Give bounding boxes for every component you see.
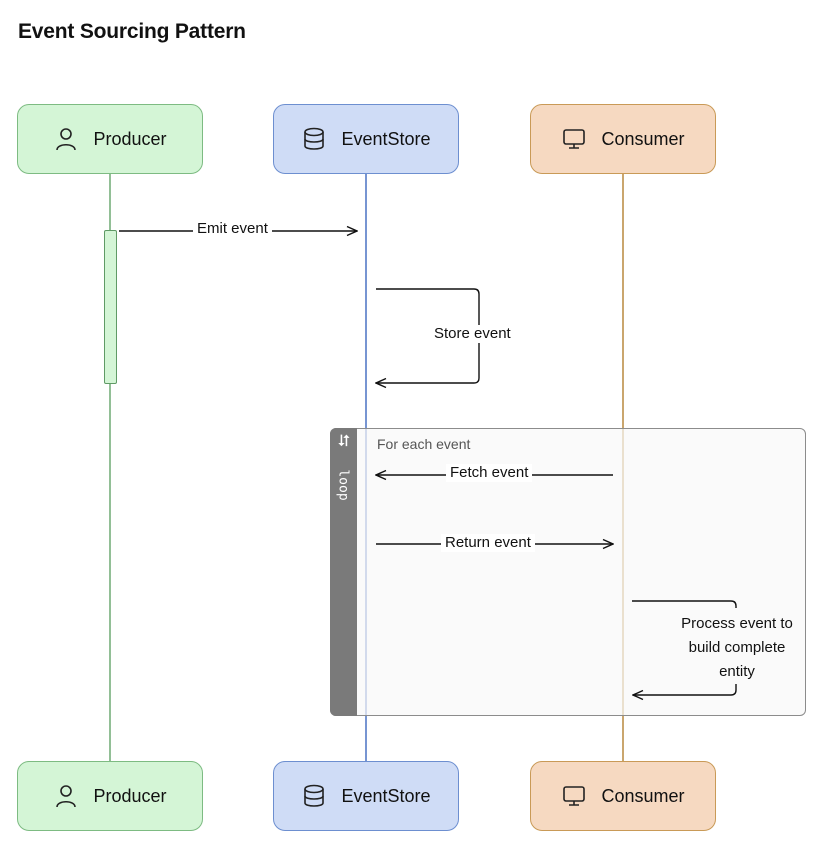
fetch-event-label: Fetch event	[446, 464, 533, 482]
participant-eventstore-top: EventStore	[273, 104, 459, 174]
database-icon	[301, 126, 327, 152]
participant-producer-bottom: Producer	[17, 761, 203, 831]
diagram-title: Event Sourcing Pattern	[18, 20, 246, 43]
participant-consumer-bottom: Consumer	[530, 761, 716, 831]
participant-consumer-top: Consumer	[530, 104, 716, 174]
store-event-label: Store event	[430, 325, 515, 343]
loop-frame	[330, 428, 806, 716]
producer-activation-bar	[104, 230, 117, 384]
process-event-label: Process event to build complete entity	[681, 615, 793, 680]
participant-label: Consumer	[601, 128, 685, 149]
participant-eventstore-bottom: EventStore	[273, 761, 459, 831]
participant-label: EventStore	[341, 128, 431, 149]
loop-icon: ⮃	[337, 433, 351, 450]
loop-condition: For each event	[377, 436, 471, 452]
monitor-icon	[561, 783, 587, 809]
user-icon	[53, 126, 79, 152]
emit-event-label: Emit event	[193, 220, 272, 238]
participant-label: Producer	[93, 785, 167, 806]
monitor-icon	[561, 126, 587, 152]
user-icon	[53, 783, 79, 809]
loop-label: loop	[335, 469, 351, 501]
participant-label: EventStore	[341, 785, 431, 806]
return-event-label: Return event	[441, 534, 535, 552]
loop-band	[330, 428, 357, 716]
database-icon	[301, 783, 327, 809]
participant-label: Consumer	[601, 785, 685, 806]
participant-producer-top: Producer	[17, 104, 203, 174]
participant-label: Producer	[93, 128, 167, 149]
